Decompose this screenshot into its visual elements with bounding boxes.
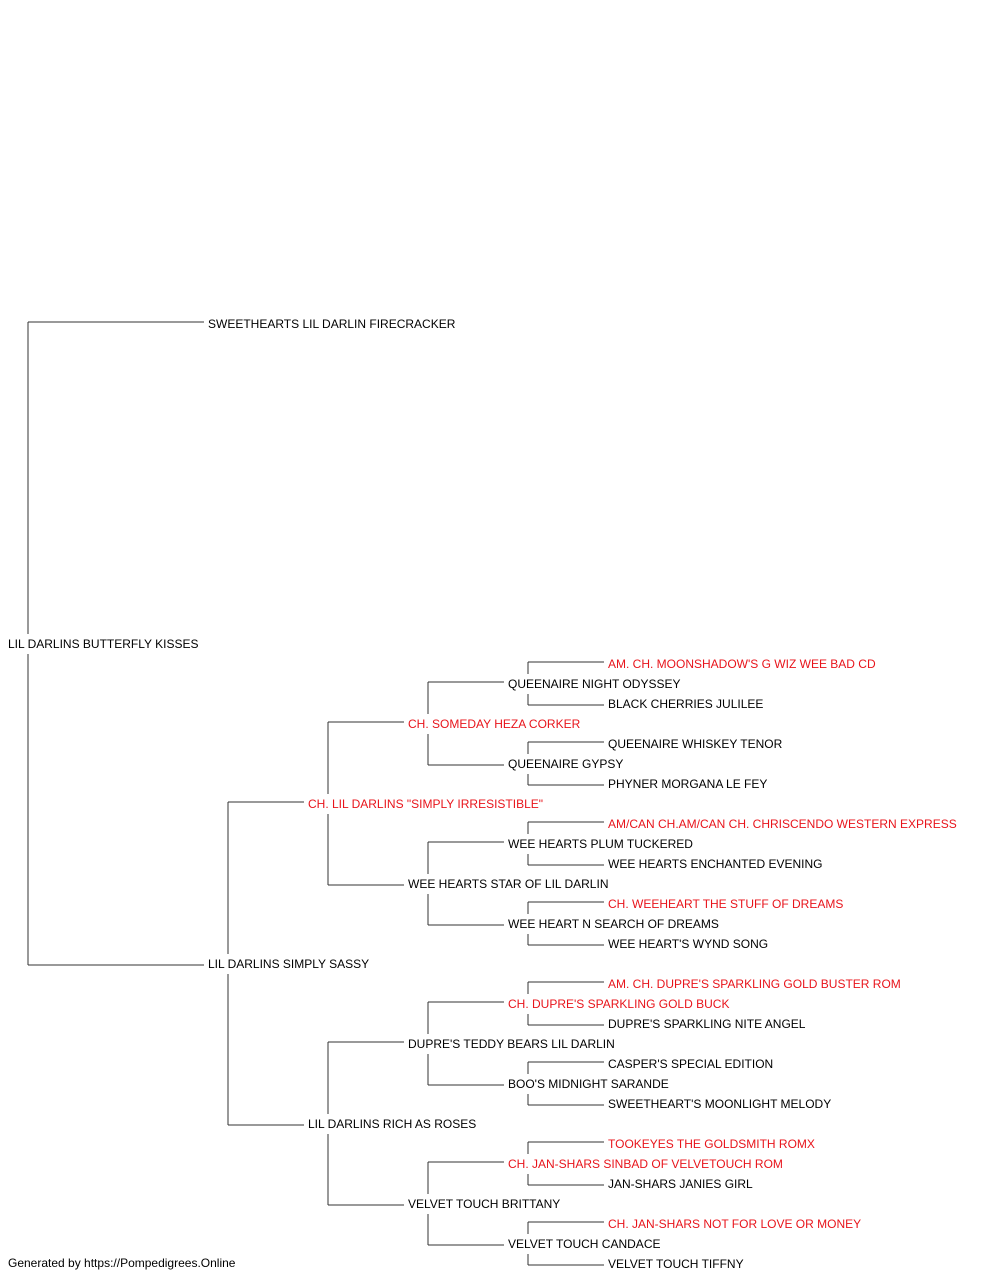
dog-name-casper-s-special-edition: CASPER'S SPECIAL EDITION [608,1057,773,1071]
dog-name-am-ch-dupre-s-sparkling-gold-buster-rom: AM. CH. DUPRE'S SPARKLING GOLD BUSTER RO… [608,977,901,991]
dog-name-ch-weeheart-the-stuff-of-dreams: CH. WEEHEART THE STUFF OF DREAMS [608,897,843,911]
dog-name-queenaire-gypsy: QUEENAIRE GYPSY [508,757,623,771]
dog-name-wee-hearts-plum-tuckered: WEE HEARTS PLUM TUCKERED [508,837,693,851]
dog-name-sweetheart-s-moonlight-melody: SWEETHEART'S MOONLIGHT MELODY [608,1097,831,1111]
dog-name-dupre-s-teddy-bears-lil-darlin: DUPRE'S TEDDY BEARS LIL DARLIN [408,1037,615,1051]
dog-name-am-ch-moonshadow-s-g-wiz-wee-bad-cd: AM. CH. MOONSHADOW'S G WIZ WEE BAD CD [608,657,876,671]
dog-name-lil-darlins-butterfly-kisses: LIL DARLINS BUTTERFLY KISSES [8,637,199,651]
footer-credit: Generated by https://Pompedigrees.Online [8,1256,236,1270]
dog-name-ch-lil-darlins-simply-irresistible: CH. LIL DARLINS "SIMPLY IRRESISTIBLE" [308,797,543,811]
dog-name-dupre-s-sparkling-nite-angel: DUPRE'S SPARKLING NITE ANGEL [608,1017,806,1031]
dog-name-ch-dupre-s-sparkling-gold-buck: CH. DUPRE'S SPARKLING GOLD BUCK [508,997,729,1011]
dog-name-jan-shars-janies-girl: JAN-SHARS JANIES GIRL [608,1177,753,1191]
dog-name-lil-darlins-simply-sassy: LIL DARLINS SIMPLY SASSY [208,957,369,971]
dog-name-ch-jan-shars-not-for-love-or-money: CH. JAN-SHARS NOT FOR LOVE OR MONEY [608,1217,861,1231]
dog-name-queenaire-night-odyssey: QUEENAIRE NIGHT ODYSSEY [508,677,680,691]
dog-name-tookeyes-the-goldsmith-romx: TOOKEYES THE GOLDSMITH ROMX [608,1137,815,1151]
dog-name-velvet-touch-brittany: VELVET TOUCH BRITTANY [408,1197,560,1211]
dog-name-wee-hearts-star-of-lil-darlin: WEE HEARTS STAR OF LIL DARLIN [408,877,608,891]
dog-name-am-can-ch-am-can-ch-chriscendo-western-express: AM/CAN CH.AM/CAN CH. CHRISCENDO WESTERN … [608,817,957,831]
dog-name-sweethearts-lil-darlin-firecracker: SWEETHEARTS LIL DARLIN FIRECRACKER [208,317,456,331]
dog-name-ch-jan-shars-sinbad-of-velvetouch-rom: CH. JAN-SHARS SINBAD OF VELVETOUCH ROM [508,1157,783,1171]
dog-name-black-cherries-julilee: BLACK CHERRIES JULILEE [608,697,763,711]
dog-name-wee-hearts-enchanted-evening: WEE HEARTS ENCHANTED EVENING [608,857,822,871]
dog-name-ch-someday-heza-corker: CH. SOMEDAY HEZA CORKER [408,717,581,731]
dog-name-velvet-touch-candace: VELVET TOUCH CANDACE [508,1237,660,1251]
dog-name-phyner-morgana-le-fey: PHYNER MORGANA LE FEY [608,777,767,791]
dog-name-wee-heart-n-search-of-dreams: WEE HEART N SEARCH OF DREAMS [508,917,719,931]
dog-name-lil-darlins-rich-as-roses: LIL DARLINS RICH AS ROSES [308,1117,476,1131]
dog-name-wee-heart-s-wynd-song: WEE HEART'S WYND SONG [608,937,768,951]
dog-name-boo-s-midnight-sarande: BOO'S MIDNIGHT SARANDE [508,1077,669,1091]
dog-name-velvet-touch-tiffny: VELVET TOUCH TIFFNY [608,1257,744,1271]
dog-name-queenaire-whiskey-tenor: QUEENAIRE WHISKEY TENOR [608,737,783,751]
